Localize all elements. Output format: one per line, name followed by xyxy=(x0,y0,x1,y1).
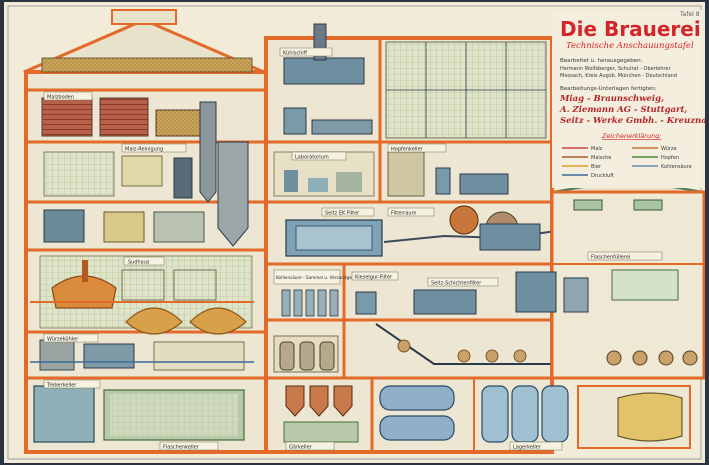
label-laboratorium: Laboratorium xyxy=(295,155,329,161)
sponsor-1: Miag - Braunschweig, xyxy=(559,94,664,104)
credits-heading: Bearbeitet u. herausgegeben: xyxy=(560,58,643,64)
sponsor-2: A. Ziemann AG - Stuttgart, xyxy=(559,105,687,115)
legend-label: Malz xyxy=(591,146,603,152)
room-labels: Kühlschiff Laboratorium Sudhaus Malz-Rei… xyxy=(43,47,663,451)
credits-line-1: Hermann Wolfsberger, Schulrat - Oberlehr… xyxy=(560,66,671,72)
label-flaschenfuellerei: Flaschenfüllerei xyxy=(591,255,630,261)
label-sudhaus: Sudhaus xyxy=(128,260,150,266)
label-seitz-schichtenfilter: Seitz-Schichtenfilter xyxy=(431,281,482,287)
label-kuehlschiff: Kühlschiff xyxy=(283,51,308,57)
title-panel: Tafel 8 Die Brauerei Technische Anschauu… xyxy=(552,10,705,188)
legend-label: Maische xyxy=(591,155,611,161)
malt-house xyxy=(23,9,268,454)
label-filterraum: Filterraum xyxy=(391,211,417,217)
label-flaschenkeller: Flaschenkeller xyxy=(163,445,200,451)
label-kohlensaeure: Kohlensäure - Sammel u. Versandgefäße xyxy=(276,275,362,280)
bottling-hall xyxy=(515,178,705,449)
legend-title: Zeichenerklärung: xyxy=(601,132,662,140)
legend-label: Würze xyxy=(661,146,677,152)
label-wuerzekuehler: Würzekühler xyxy=(47,337,79,343)
legend-label: Hopfen xyxy=(661,155,679,161)
label-seitz-filter: Seitz EK Filter xyxy=(325,211,360,217)
label-malzboden: Malzboden xyxy=(47,95,74,101)
label-lagerkeller: Lagerkeller xyxy=(513,445,542,451)
label-kieselgur: Kieselgur-Filter xyxy=(355,275,393,281)
credits-line-2: Moosach, Kreis Augsb. München - Deutschl… xyxy=(560,73,677,79)
sponsors-heading: Bearbeitungs-Unterlagen fertigten: xyxy=(560,86,657,92)
legend-label: Kohlensäure xyxy=(661,164,692,170)
label-hopfenkeller: Hopfenkeller xyxy=(391,147,424,153)
brewery-poster: Tafel 8 Die Brauerei Technische Anschauu… xyxy=(4,2,705,463)
poster-subtitle: Technische Anschauungstafel xyxy=(566,41,694,51)
poster-title: Die Brauerei xyxy=(560,17,701,41)
legend-label: Druckluft xyxy=(591,173,614,179)
legend-label: Bier xyxy=(591,164,602,170)
label-malzreinigung: Malz-Reinigung xyxy=(125,147,163,153)
label-treberkeller: Treberkeller xyxy=(46,383,77,389)
sponsor-3: Seitz - Werke Gmbh. - Kreuznach. xyxy=(560,116,705,126)
tafel-number: Tafel 8 xyxy=(679,11,700,18)
label-gaerkeller: Gärkeller xyxy=(289,445,313,451)
